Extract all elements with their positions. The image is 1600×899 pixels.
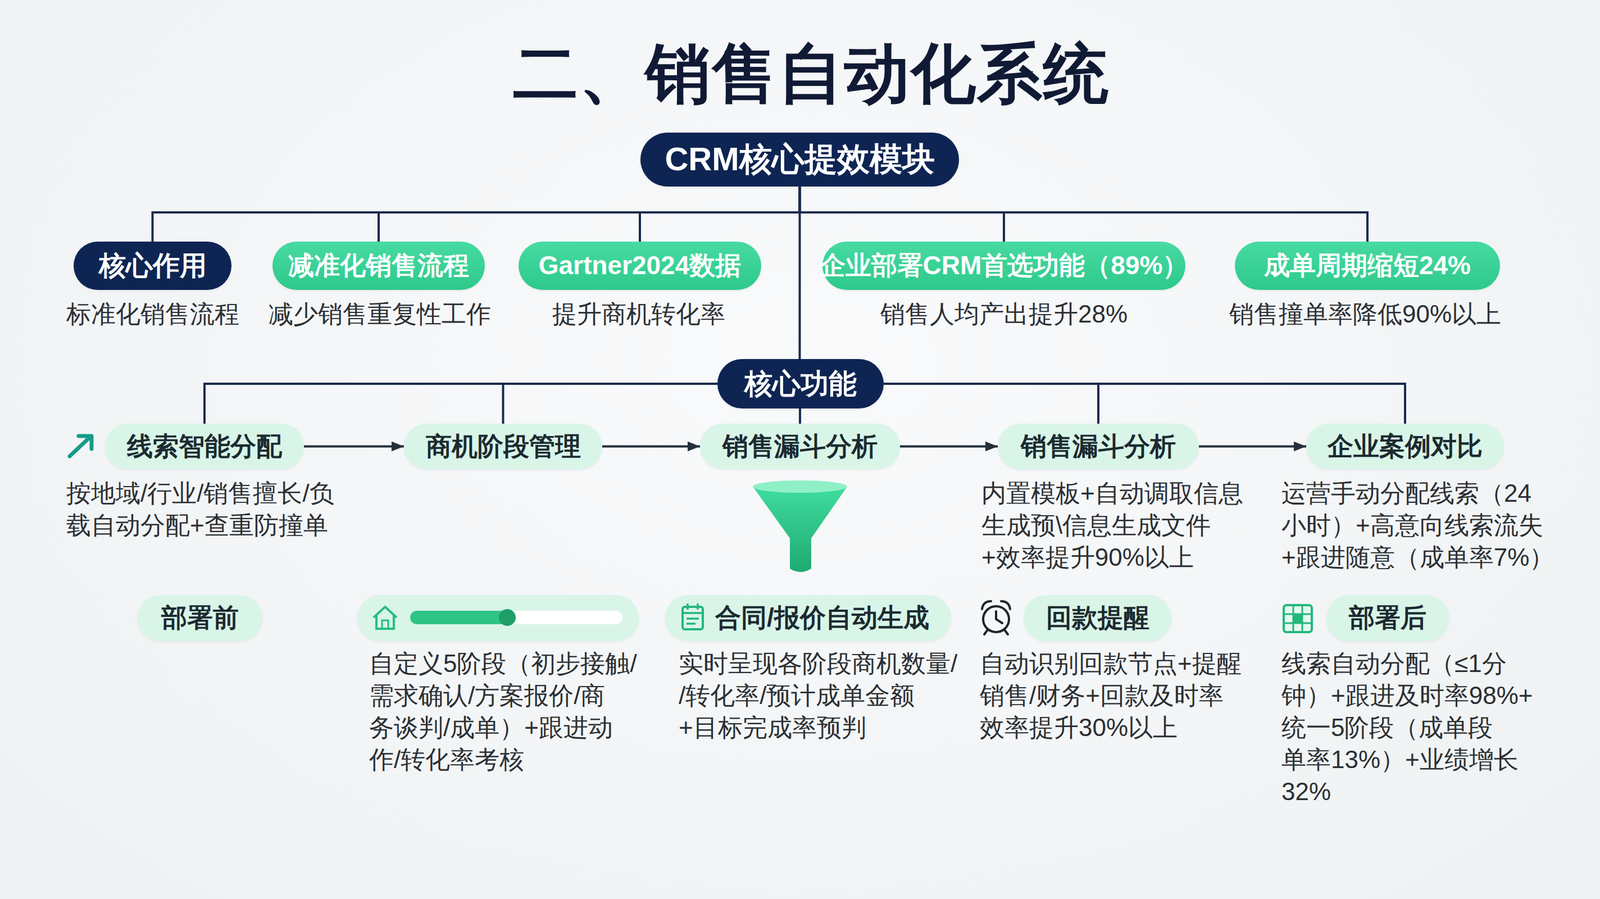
pill-label: 核心作用	[73, 241, 232, 290]
funnel-rim	[752, 480, 848, 493]
trend-icon-head	[78, 435, 92, 449]
body-text: 内置模板+自动调取信息 生成预\信息生成文件 +效率提升90%以上	[981, 476, 1263, 574]
pill-label: 部署后	[1326, 594, 1449, 642]
mint-pill: 部署后线索自动分配（≤1分 钟）+跟进及时率98%+ 统一5阶段（成单段 单率1…	[1326, 594, 1449, 642]
clock-legs	[984, 629, 1008, 635]
body-text: 自定义5阶段（初步接触/ 需求确认/方案报价/商 务谈判/成单）+跟进动 作/转…	[369, 647, 662, 776]
grid-lines	[1284, 606, 1311, 631]
tree-connector	[800, 186, 1368, 242]
body-text: 实时呈现各阶段商机数量/ /转化率/预计成单金额 +目标完成率预判	[678, 647, 977, 744]
body-text: 标准化销售流程	[0, 297, 311, 330]
pill-label: 回款提醒	[1023, 594, 1172, 642]
mint-pill: 合同/报价自动生成实时呈现各阶段商机数量/ /转化率/预计成单金额 +目标完成率…	[665, 594, 952, 642]
body-text: 提升商机转化率	[481, 297, 797, 330]
pill-label: 销售漏斗分析	[700, 423, 900, 470]
pill-label: 销售漏斗分析	[997, 423, 1199, 470]
body-text: 按地域/行业/销售擅长/负 载自动分配+查重防撞单	[66, 476, 381, 542]
tree-connector	[798, 186, 802, 359]
mint-pill: 回款提醒自动识别回款节点+提醒 销售/财务+回款及时率 效率提升30%以上	[1023, 594, 1172, 642]
tree-connector	[883, 383, 1099, 424]
navy-pill: CRM核心提效模块	[640, 132, 959, 187]
mint-pill: 销售漏斗分析内置模板+自动调取信息 生成预\信息生成文件 +效率提升90%以上	[997, 423, 1199, 470]
flow-arrow	[602, 445, 700, 448]
mint-pill: 自定义5阶段（初步接触/ 需求确认/方案报价/商 务谈判/成单）+跟进动 作/转…	[357, 594, 639, 642]
navy-pill: 核心功能	[717, 358, 884, 409]
connector-group	[152, 186, 1406, 447]
clock-icon	[982, 601, 1011, 635]
clock-bells	[982, 601, 1011, 609]
pill-label: CRM核心提效模块	[640, 132, 959, 187]
grid-icon	[1283, 605, 1312, 633]
body-text: 减少销售重复性工作	[222, 297, 538, 330]
pill-label: 企业部署CRM首选功能（89%）	[822, 241, 1186, 290]
body-text: 运营手动分配线索（24 小时）+高意向线索流失 +跟进随意（成单率7%）	[1281, 476, 1597, 574]
green-pill: 企业部署CRM首选功能（89%）销售人均产出提升28%	[822, 241, 1186, 290]
tree-connector	[503, 383, 718, 424]
tree-connector	[378, 186, 800, 242]
green-pill: Gartner2024数据提升商机转化率	[518, 241, 762, 290]
navy-pill: 核心作用标准化销售流程	[73, 241, 232, 290]
trend-icon	[69, 435, 92, 457]
flow-arrow	[900, 445, 998, 448]
funnel-illustration	[752, 480, 848, 572]
pill-label: 企业案例对比	[1306, 423, 1504, 470]
tree-connector	[800, 186, 1005, 242]
pill-label: 核心功能	[717, 358, 884, 409]
mint-pill: 企业案例对比运营手动分配线索（24 小时）+高意向线索流失 +跟进随意（成单率7…	[1306, 423, 1504, 470]
mint-pill: 销售漏斗分析	[700, 423, 900, 470]
pill-label: 商机阶段管理	[403, 423, 603, 470]
pill-label: Gartner2024数据	[518, 241, 762, 290]
grid-cell	[1293, 614, 1302, 623]
mint-pill: 商机阶段管理	[403, 423, 603, 470]
green-pill: 减准化销售流程减少销售重复性工作	[272, 241, 485, 290]
tree-connector	[204, 383, 718, 424]
funnel-body	[752, 486, 848, 572]
body-text: 自动识别回款节点+提醒 销售/财务+回款及时率 效率提升30%以上	[979, 647, 1272, 744]
mint-pill: 线索智能分配按地域/行业/销售擅长/负 载自动分配+查重防撞单	[105, 423, 304, 470]
pill-label: 部署前	[137, 594, 263, 642]
tree-connector	[798, 408, 802, 424]
pill-label: 成单周期缩短24%	[1234, 241, 1500, 290]
flow-arrow	[303, 445, 404, 448]
body-text: 线索自动分配（≤1分 钟）+跟进及时率98%+ 统一5阶段（成单段 单率13%）…	[1281, 647, 1585, 808]
trend-icon-stem	[69, 436, 91, 457]
grid-frame	[1283, 605, 1312, 633]
tree-connector	[152, 186, 800, 242]
clock-face	[983, 606, 1009, 633]
diagram-title: 二、销售自动化系统	[11, 34, 1600, 113]
tree-connector	[639, 186, 800, 242]
pill-label: 合同/报价自动生成	[665, 594, 952, 642]
body-text: 销售人均产出提升28%	[829, 297, 1179, 330]
body-text: 销售撞单率降低90%以上	[1207, 297, 1523, 330]
flow-arrow	[1198, 445, 1307, 448]
pill-label: 减准化销售流程	[272, 241, 485, 290]
green-pill: 成单周期缩短24%销售撞单率降低90%以上	[1234, 241, 1500, 290]
pill-label: 线索智能分配	[105, 423, 304, 470]
clock-hands	[996, 611, 1003, 624]
mint-pill: 部署前	[137, 594, 263, 642]
tree-connector	[883, 383, 1406, 424]
